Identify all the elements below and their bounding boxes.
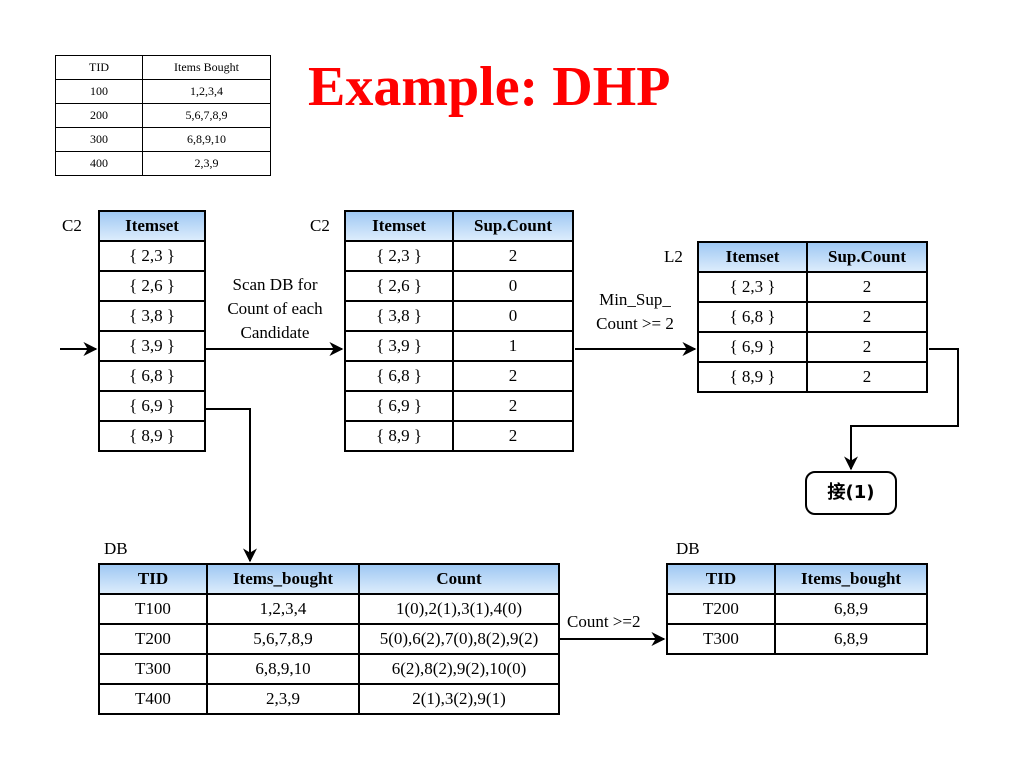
c2-mid-cell: 2 — [452, 390, 574, 422]
count-filter-label: Count >=2 — [567, 612, 641, 631]
l2-header-count: Sup.Count — [806, 241, 928, 273]
db-left-cell: T100 — [98, 593, 208, 625]
db-left-header-tid: TID — [98, 563, 208, 595]
c2-mid-cell: 0 — [452, 270, 574, 302]
c2-mid-cell: { 3,8 } — [344, 300, 454, 332]
scan-db-line: Candidate — [240, 323, 310, 342]
scan-db-line: Scan DB for — [232, 275, 318, 294]
l2-cell: 2 — [806, 271, 928, 303]
db-left-cell: T300 — [98, 653, 208, 685]
scan-db-line: Count of each — [227, 299, 323, 318]
c2-mid-cell: { 8,9 } — [344, 420, 454, 452]
l2-to-continue-arrow — [844, 348, 959, 471]
l2-cell: { 6,9 } — [697, 331, 808, 363]
tx-header-tid: TID — [55, 55, 143, 80]
tx-cell: 5,6,7,8,9 — [142, 103, 271, 128]
db-left-cell: 6,8,9,10 — [206, 653, 360, 685]
c2-left-cell: { 6,8 } — [98, 360, 206, 392]
db-left-cell: T200 — [98, 623, 208, 655]
c2-candidates-table: Itemset { 2,3 } { 2,6 } { 3,8 } { 3,9 } … — [98, 210, 206, 452]
c2-left-cell: { 3,8 } — [98, 300, 206, 332]
c2-mid-cell: 2 — [452, 420, 574, 452]
db-left-cell: 5(0),6(2),7(0),8(2),9(2) — [358, 623, 560, 655]
tx-cell: 400 — [55, 151, 143, 176]
db-left-cell: 2,3,9 — [206, 683, 360, 715]
c2-mid-cell: 2 — [452, 360, 574, 392]
c2-left-cell: { 3,9 } — [98, 330, 206, 362]
c2-mid-header-count: Sup.Count — [452, 210, 574, 242]
c2-left-cell: { 2,6 } — [98, 270, 206, 302]
tx-header-items: Items Bought — [142, 55, 271, 80]
c2-mid-cell: { 6,9 } — [344, 390, 454, 422]
db-left-header-items: Items_bought — [206, 563, 360, 595]
tx-cell: 6,8,9,10 — [142, 127, 271, 152]
c2-mid-cell: 1 — [452, 330, 574, 362]
l2-cell: 2 — [806, 361, 928, 393]
db-left-cell: 6(2),8(2),9(2),10(0) — [358, 653, 560, 685]
c2-mid-cell: 0 — [452, 300, 574, 332]
c2-to-db-arrow — [206, 408, 257, 563]
c2-mid-cell: { 2,6 } — [344, 270, 454, 302]
continue-box: 接(1) — [805, 471, 897, 515]
db-right-cell: 6,8,9 — [774, 593, 928, 625]
c2-left-cell: { 2,3 } — [98, 240, 206, 272]
l2-table: Itemset Sup.Count { 2,3 }2 { 6,8 }2 { 6,… — [697, 241, 928, 393]
l2-cell: { 6,8 } — [697, 301, 808, 333]
db-left-cell: T400 — [98, 683, 208, 715]
min-sup-line: Min_Sup_ — [599, 290, 671, 309]
c2-left-cell: { 8,9 } — [98, 420, 206, 452]
c2-mid-cell: { 6,8 } — [344, 360, 454, 392]
c2-mid-cell: 2 — [452, 240, 574, 272]
tx-cell: 300 — [55, 127, 143, 152]
tx-cell: 2,3,9 — [142, 151, 271, 176]
db-left-cell: 1,2,3,4 — [206, 593, 360, 625]
db-right-header-items: Items_bought — [774, 563, 928, 595]
l2-label: L2 — [664, 247, 683, 266]
db-left-label: DB — [104, 539, 128, 558]
c2-left-label: C2 — [62, 216, 82, 235]
min-sup-line: Count >= 2 — [596, 314, 674, 333]
l2-cell: { 8,9 } — [697, 361, 808, 393]
l2-cell: 2 — [806, 301, 928, 333]
db-left-cell: 1(0),2(1),3(1),4(0) — [358, 593, 560, 625]
db-left-header-count: Count — [358, 563, 560, 595]
c2-support-table: Itemset Sup.Count { 2,3 }2 { 2,6 }0 { 3,… — [344, 210, 574, 452]
tx-cell: 1,2,3,4 — [142, 79, 271, 104]
db-right-label: DB — [676, 539, 700, 558]
min-sup-label: Min_Sup_ Count >= 2 — [574, 288, 696, 336]
l2-header-itemset: Itemset — [697, 241, 808, 273]
scan-db-label: Scan DB for Count of each Candidate — [206, 273, 344, 345]
db-right-cell: 6,8,9 — [774, 623, 928, 655]
page-title: Example: DHP — [308, 56, 671, 118]
c2-left-header: Itemset — [98, 210, 206, 242]
db-right-cell: T300 — [666, 623, 776, 655]
l2-cell: 2 — [806, 331, 928, 363]
db-right-cell: T200 — [666, 593, 776, 625]
db-left-cell: 5,6,7,8,9 — [206, 623, 360, 655]
l2-cell: { 2,3 } — [697, 271, 808, 303]
c2-left-cell: { 6,9 } — [98, 390, 206, 422]
c2-mid-label: C2 — [310, 216, 330, 235]
c2-mid-header-itemset: Itemset — [344, 210, 454, 242]
c2-mid-cell: { 2,3 } — [344, 240, 454, 272]
db-right-header-tid: TID — [666, 563, 776, 595]
db-left-cell: 2(1),3(2),9(1) — [358, 683, 560, 715]
c2-mid-cell: { 3,9 } — [344, 330, 454, 362]
